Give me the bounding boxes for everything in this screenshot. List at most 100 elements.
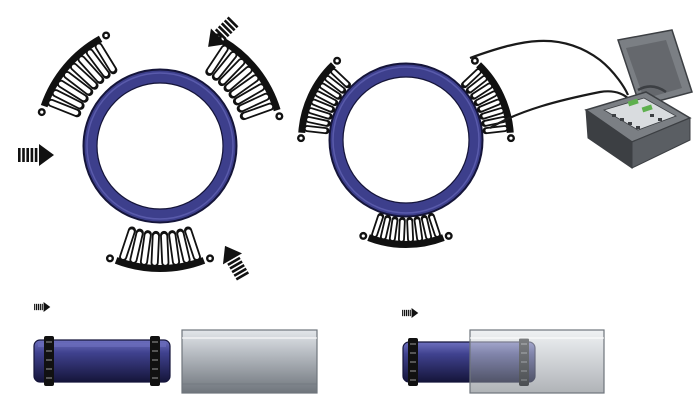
arrow-stripe [26, 148, 29, 162]
pipe-ring [84, 70, 236, 222]
controller-case-icon [584, 29, 693, 169]
heater-coil [330, 68, 351, 89]
coil-inner [309, 109, 330, 118]
heater-coil [217, 57, 246, 87]
panel-display [627, 98, 639, 107]
arrow-stripe [227, 256, 241, 267]
coil-inner [482, 109, 503, 118]
heater-coil [232, 83, 266, 106]
arrow-stripe [231, 264, 245, 274]
panel-display [641, 104, 653, 113]
arrow-head [208, 28, 227, 47]
coil-inner [485, 126, 507, 133]
heater-base [221, 37, 281, 112]
heater-coil [184, 226, 201, 262]
coil-inner [96, 44, 115, 72]
heater-coil [303, 125, 330, 135]
coil-inner [307, 117, 328, 125]
heater-coil [305, 116, 331, 127]
coil-inner [468, 77, 486, 92]
arrow-stripe [405, 309, 408, 317]
coil-inner [120, 229, 134, 260]
heater-coil [324, 75, 347, 94]
arrow-stripe [402, 309, 404, 317]
coil-inner [476, 92, 496, 104]
heater-coil [310, 98, 336, 113]
control-cables [469, 39, 631, 129]
heater-coil [160, 230, 170, 267]
case-side-right [631, 117, 691, 169]
left-ring-assembly [18, 16, 284, 281]
heater-coil [476, 98, 502, 113]
coil-inner [239, 94, 269, 111]
arrow-stripe [39, 303, 41, 311]
coil-inner [316, 92, 336, 104]
coil-inner [79, 57, 102, 82]
heater-tab-hole [40, 110, 44, 114]
heater-coil [205, 44, 229, 76]
heater-band-rib [152, 359, 158, 361]
heater-segment [297, 56, 351, 143]
heater-coil [482, 125, 509, 135]
coil-inner [430, 215, 439, 236]
cable-upper [469, 39, 630, 96]
pipe-ring [330, 64, 482, 216]
panel-switch [620, 118, 624, 121]
coil-inner [186, 229, 200, 260]
heater-band-rib [410, 361, 416, 363]
heater-coil [51, 89, 85, 110]
arrow-right-striped-icon [18, 144, 54, 166]
heater-segment [105, 226, 215, 272]
coil-inner [332, 70, 349, 86]
pipe-ring-highlight [86, 72, 234, 220]
heater-tab-hole [361, 234, 365, 238]
coil-inner [131, 231, 142, 262]
panel-switch [650, 114, 654, 117]
heater-coil [388, 216, 399, 243]
arrow-stripe [233, 267, 247, 277]
heater-segment [359, 212, 453, 249]
arrow-stripe [18, 148, 21, 162]
cable-lower [489, 90, 631, 129]
heater-band-rib [152, 368, 158, 370]
coil-inner [381, 217, 390, 239]
heater-coil [465, 75, 488, 94]
arrow-right-striped-icon [34, 302, 51, 312]
coil-inner [87, 50, 109, 77]
panel-switch [628, 122, 632, 125]
coil-inner [320, 84, 340, 98]
heater-coil [77, 55, 105, 85]
heater-coil [406, 216, 415, 243]
heater-tab-hole [108, 256, 112, 260]
coil-inner [178, 231, 189, 262]
heater-tab-hole [299, 136, 303, 140]
heater-coil [307, 107, 333, 120]
coil-inner [408, 219, 413, 241]
heater-band-rib [46, 341, 52, 343]
coil-inner [399, 219, 404, 241]
heater-segment [37, 31, 118, 118]
coil-inner [242, 104, 273, 118]
coil-inner [152, 233, 159, 265]
heater-base [367, 234, 445, 249]
heat-treatment-controller-icon [584, 29, 693, 169]
heater-coil [479, 107, 505, 120]
pipe-ring-bore [96, 82, 224, 210]
heater-coil [228, 74, 260, 99]
arrow-stripe [37, 303, 40, 311]
heater-coil [427, 212, 441, 238]
coil-inner [390, 219, 397, 241]
case-lid-inner [626, 40, 682, 99]
heater-band-rib [152, 350, 158, 352]
arrow-right-striped-icon [222, 245, 250, 281]
coil-inner [71, 64, 96, 88]
heater-band-rib [46, 350, 52, 352]
heater-coil [211, 50, 238, 81]
coil-inner [58, 81, 86, 101]
right-ring-assembly [297, 56, 515, 249]
pipe-ring-highlight [332, 66, 480, 214]
pipe-ring-bore [342, 76, 470, 204]
arrow-stripe [407, 309, 409, 317]
heater-band-rib [410, 343, 416, 345]
arrow-right-striped-icon [208, 16, 239, 47]
